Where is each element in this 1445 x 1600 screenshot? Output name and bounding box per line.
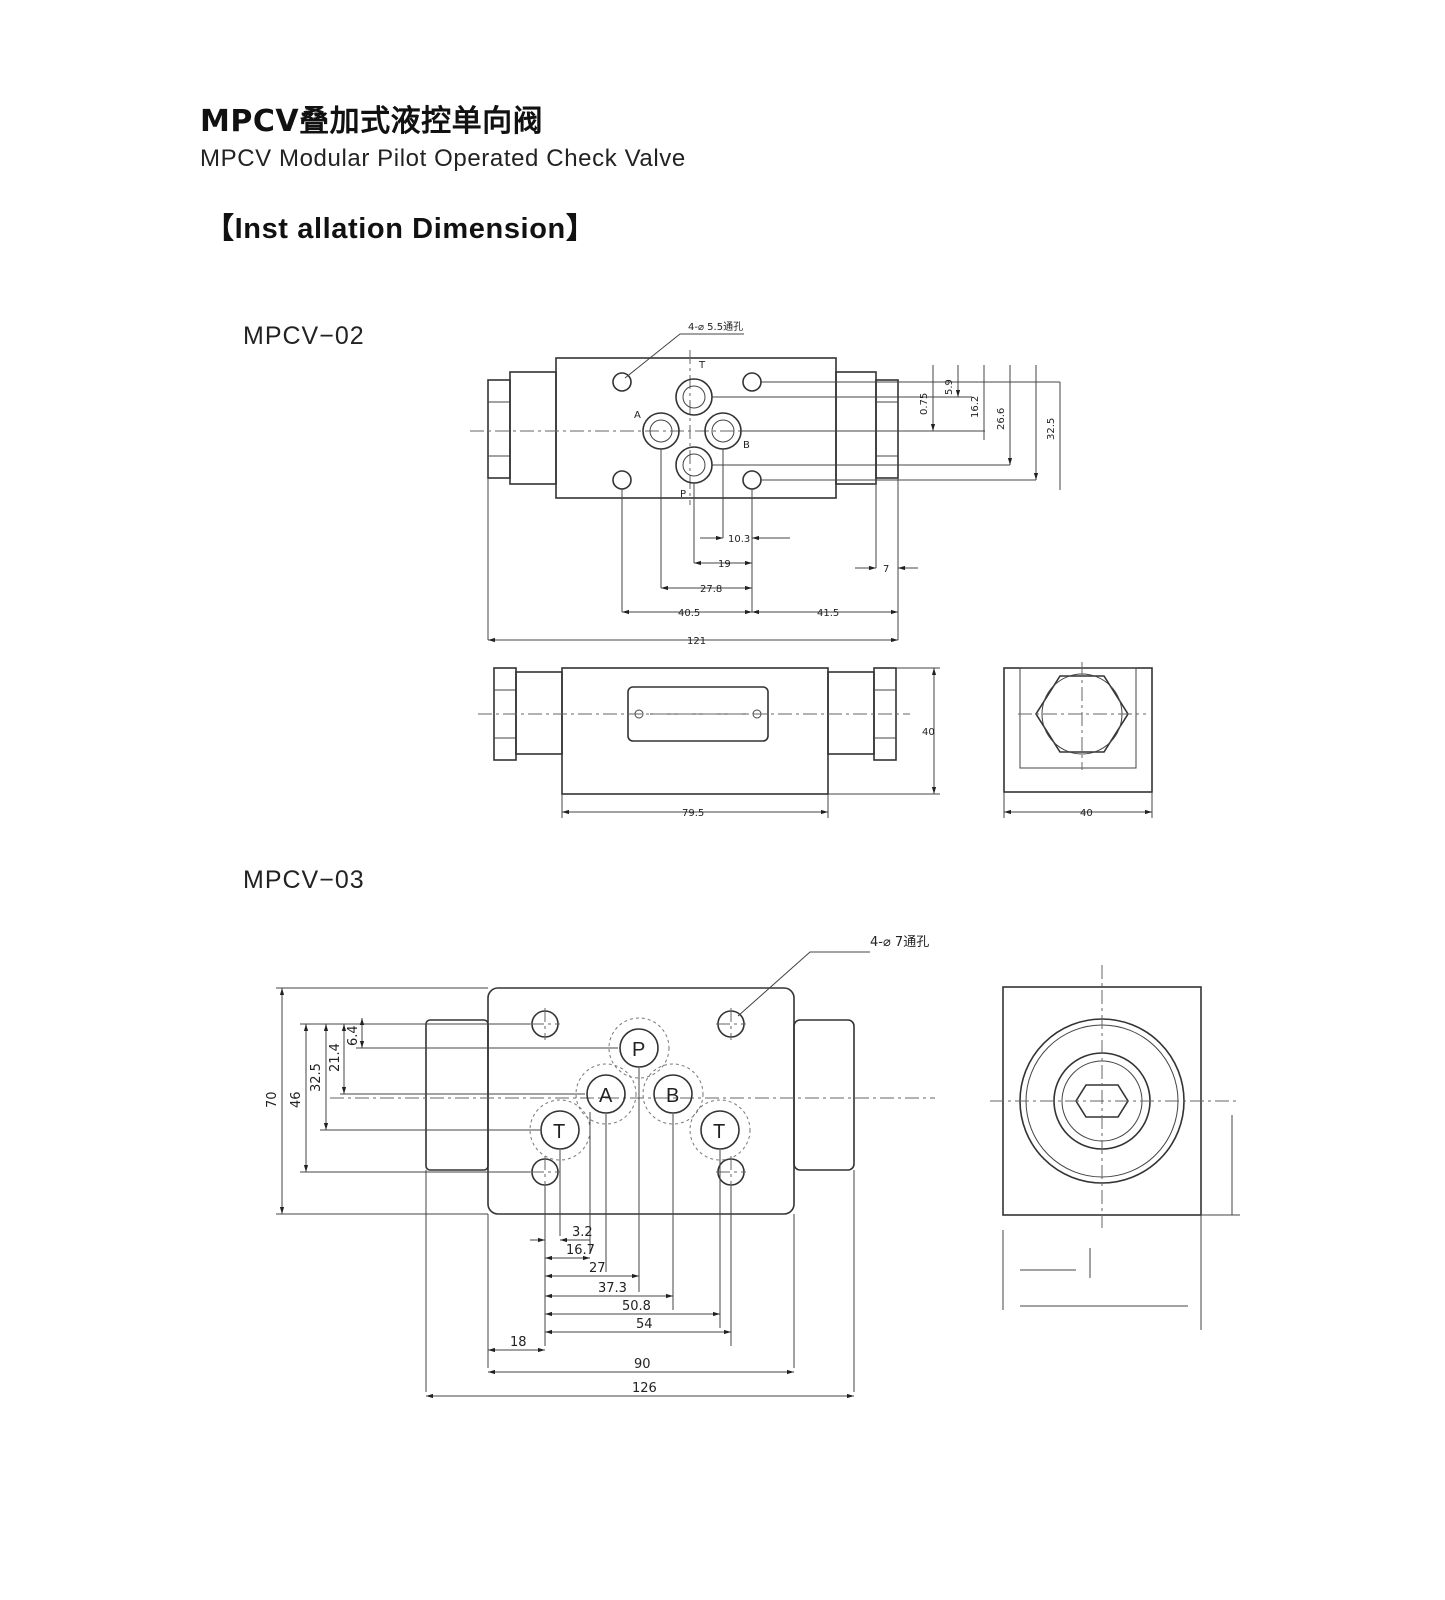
dim-40-5: 40.5 <box>678 608 700 619</box>
port-t <box>675 378 713 416</box>
dim-10-3: 10.3 <box>728 534 750 545</box>
dim-46: 46 <box>289 1091 304 1108</box>
dim-41-5: 41.5 <box>817 608 839 619</box>
page-title-en: MPCV Modular Pilot Operated Check Valve <box>200 145 686 172</box>
port-label-t: T <box>698 360 706 371</box>
mpcv02-front-view: 40 79.5 <box>478 667 940 819</box>
dim-37-3: 37.3 <box>598 1281 627 1296</box>
dim-50-8: 50.8 <box>622 1299 651 1314</box>
dim-121: 121 <box>687 636 706 647</box>
dim-21-4: 21.4 <box>328 1043 343 1072</box>
port-label-p: P <box>632 1039 645 1061</box>
dim-26-6: 26.6 <box>996 408 1007 430</box>
right-body-extension <box>793 1019 855 1171</box>
page-title-cn: MPCV叠加式液控单向阀 <box>200 104 544 139</box>
dim-3-2: 3.2 <box>572 1225 593 1240</box>
hole-note-02: 4-⌀ 5.5通孔 <box>688 321 743 333</box>
port-p <box>619 1028 659 1068</box>
port-label-b: B <box>743 440 750 451</box>
model-label-mpcv-02: MPCV−02 <box>243 322 365 350</box>
dim-32-5: 32.5 <box>309 1063 324 1092</box>
mpcv02-top-view: 0.75 5.9 16.2 26.6 32.5 4-⌀ 5.5通孔 T A B … <box>470 321 1061 647</box>
left-solenoid-cap <box>509 371 557 485</box>
dim-16-7: 16.7 <box>566 1243 595 1258</box>
port-t-right <box>700 1110 740 1150</box>
right-solenoid-cap <box>835 371 877 485</box>
dim-27-8: 27.8 <box>700 584 722 595</box>
dim-54: 54 <box>636 1317 653 1332</box>
model-label-mpcv-03: MPCV−03 <box>243 866 365 894</box>
mpcv03-top-view: P A B T T 4-⌀ 7通孔 70 46 32.5 21.4 6.4 <box>265 935 935 1399</box>
dim-19: 19 <box>718 559 731 570</box>
port-label-a: A <box>599 1085 613 1107</box>
port-a <box>586 1074 626 1114</box>
mpcv02-side-view: 40 <box>1003 662 1153 819</box>
dim-70: 70 <box>265 1091 280 1108</box>
port-label-b: B <box>666 1085 679 1107</box>
dim-18: 18 <box>510 1335 527 1350</box>
mount-hole <box>742 372 762 392</box>
port-t-left <box>540 1110 580 1150</box>
dim-126: 126 <box>632 1381 657 1396</box>
dim-40-height: 40 <box>922 727 935 738</box>
right-hex-nut <box>875 379 899 479</box>
port-label-p: P <box>680 489 686 500</box>
left-body-extension <box>425 1019 489 1171</box>
dim-79-5: 79.5 <box>682 808 704 819</box>
dim-27: 27 <box>589 1261 606 1276</box>
dim-90: 90 <box>634 1357 651 1372</box>
mpcv03-side-view <box>990 965 1240 1330</box>
side-body <box>1003 667 1153 793</box>
left-hex-nut <box>487 379 511 479</box>
port-p <box>675 446 713 484</box>
port-label-a: A <box>634 410 641 421</box>
port-label-t-left: T <box>553 1121 565 1143</box>
dim-32-5: 32.5 <box>1046 418 1057 440</box>
port-b <box>653 1074 693 1114</box>
dim-6-4: 6.4 <box>346 1025 361 1046</box>
dim-7: 7 <box>883 564 889 575</box>
dim-0-75: 0.75 <box>919 393 930 415</box>
dim-16-2: 16.2 <box>970 396 981 418</box>
mount-hole <box>612 372 632 392</box>
mount-hole <box>612 470 632 490</box>
mount-hole <box>742 470 762 490</box>
hole-note-03: 4-⌀ 7通孔 <box>870 935 929 950</box>
port-label-t-right: T <box>713 1121 725 1143</box>
section-heading: 【Inst allation Dimension】 <box>205 213 596 245</box>
dim-40-width: 40 <box>1080 808 1093 819</box>
dim-5-9: 5.9 <box>944 379 955 395</box>
